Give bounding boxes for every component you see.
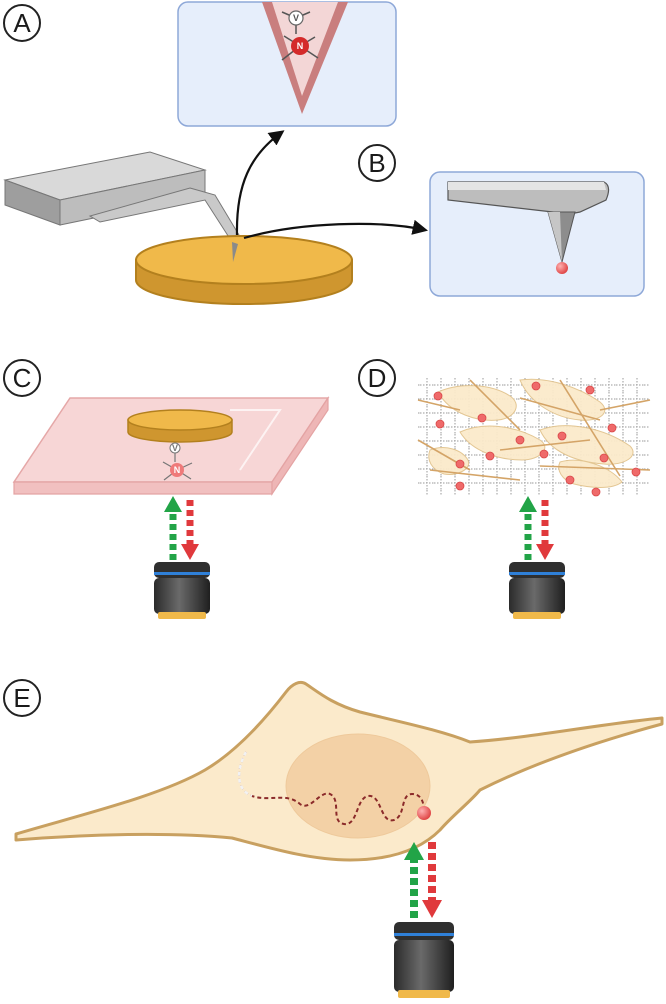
nanodiamonds-d <box>433 381 641 497</box>
panel-c: C V N <box>3 359 330 619</box>
emission-arrow-e <box>422 842 442 918</box>
probe-tip <box>232 242 238 262</box>
panel-e-badge <box>3 679 41 717</box>
panel-b-badge <box>358 144 396 182</box>
vacancy-label: V <box>293 13 299 23</box>
excitation-arrow-c <box>164 496 182 560</box>
nucleus <box>285 733 431 839</box>
nitrogen-label: N <box>297 41 304 51</box>
panel-b: B <box>358 144 645 297</box>
vacancy-atom-c <box>169 442 181 454</box>
nitrogen-label-c: N <box>174 465 181 475</box>
nanodiamond-b <box>556 262 568 274</box>
panel-e-label: E <box>13 683 30 713</box>
panel-c-label: C <box>13 363 32 393</box>
nd-tip-inset <box>429 171 645 297</box>
excitation-arrow-e <box>404 842 424 918</box>
panel-d-badge <box>358 359 396 397</box>
panel-a-label: A <box>13 8 31 38</box>
panel-c-badge <box>3 359 41 397</box>
arrow-to-cantilever-inset <box>243 219 429 240</box>
diamond-c <box>127 409 233 443</box>
vacancy-atom <box>288 10 304 26</box>
panel-e: E <box>3 679 664 998</box>
nitrogen-atom <box>291 37 309 55</box>
diamond-sample <box>135 235 353 305</box>
panel-b-label: B <box>368 148 385 178</box>
nitrogen-atom-c <box>170 463 184 477</box>
objective-e <box>394 922 454 998</box>
emission-arrow-c <box>181 500 199 560</box>
panel-d-label: D <box>368 363 387 393</box>
objective-d <box>509 562 565 619</box>
particle-trajectory <box>238 751 425 825</box>
excitation-arrow-d <box>519 496 537 560</box>
panel-a-badge <box>3 4 41 42</box>
arrow-to-tip-inset <box>235 130 285 236</box>
panel-d: D <box>358 359 651 619</box>
nanodiamond-e <box>417 806 431 820</box>
afm-cantilever <box>3 151 243 243</box>
emission-arrow-d <box>536 500 554 560</box>
tissue-scaffold <box>417 378 651 497</box>
vacancy-label-c: V <box>172 443 178 453</box>
objective-c <box>154 562 210 619</box>
nv-tip-inset: V N <box>177 1 397 127</box>
panel-a: A V N <box>3 1 429 305</box>
